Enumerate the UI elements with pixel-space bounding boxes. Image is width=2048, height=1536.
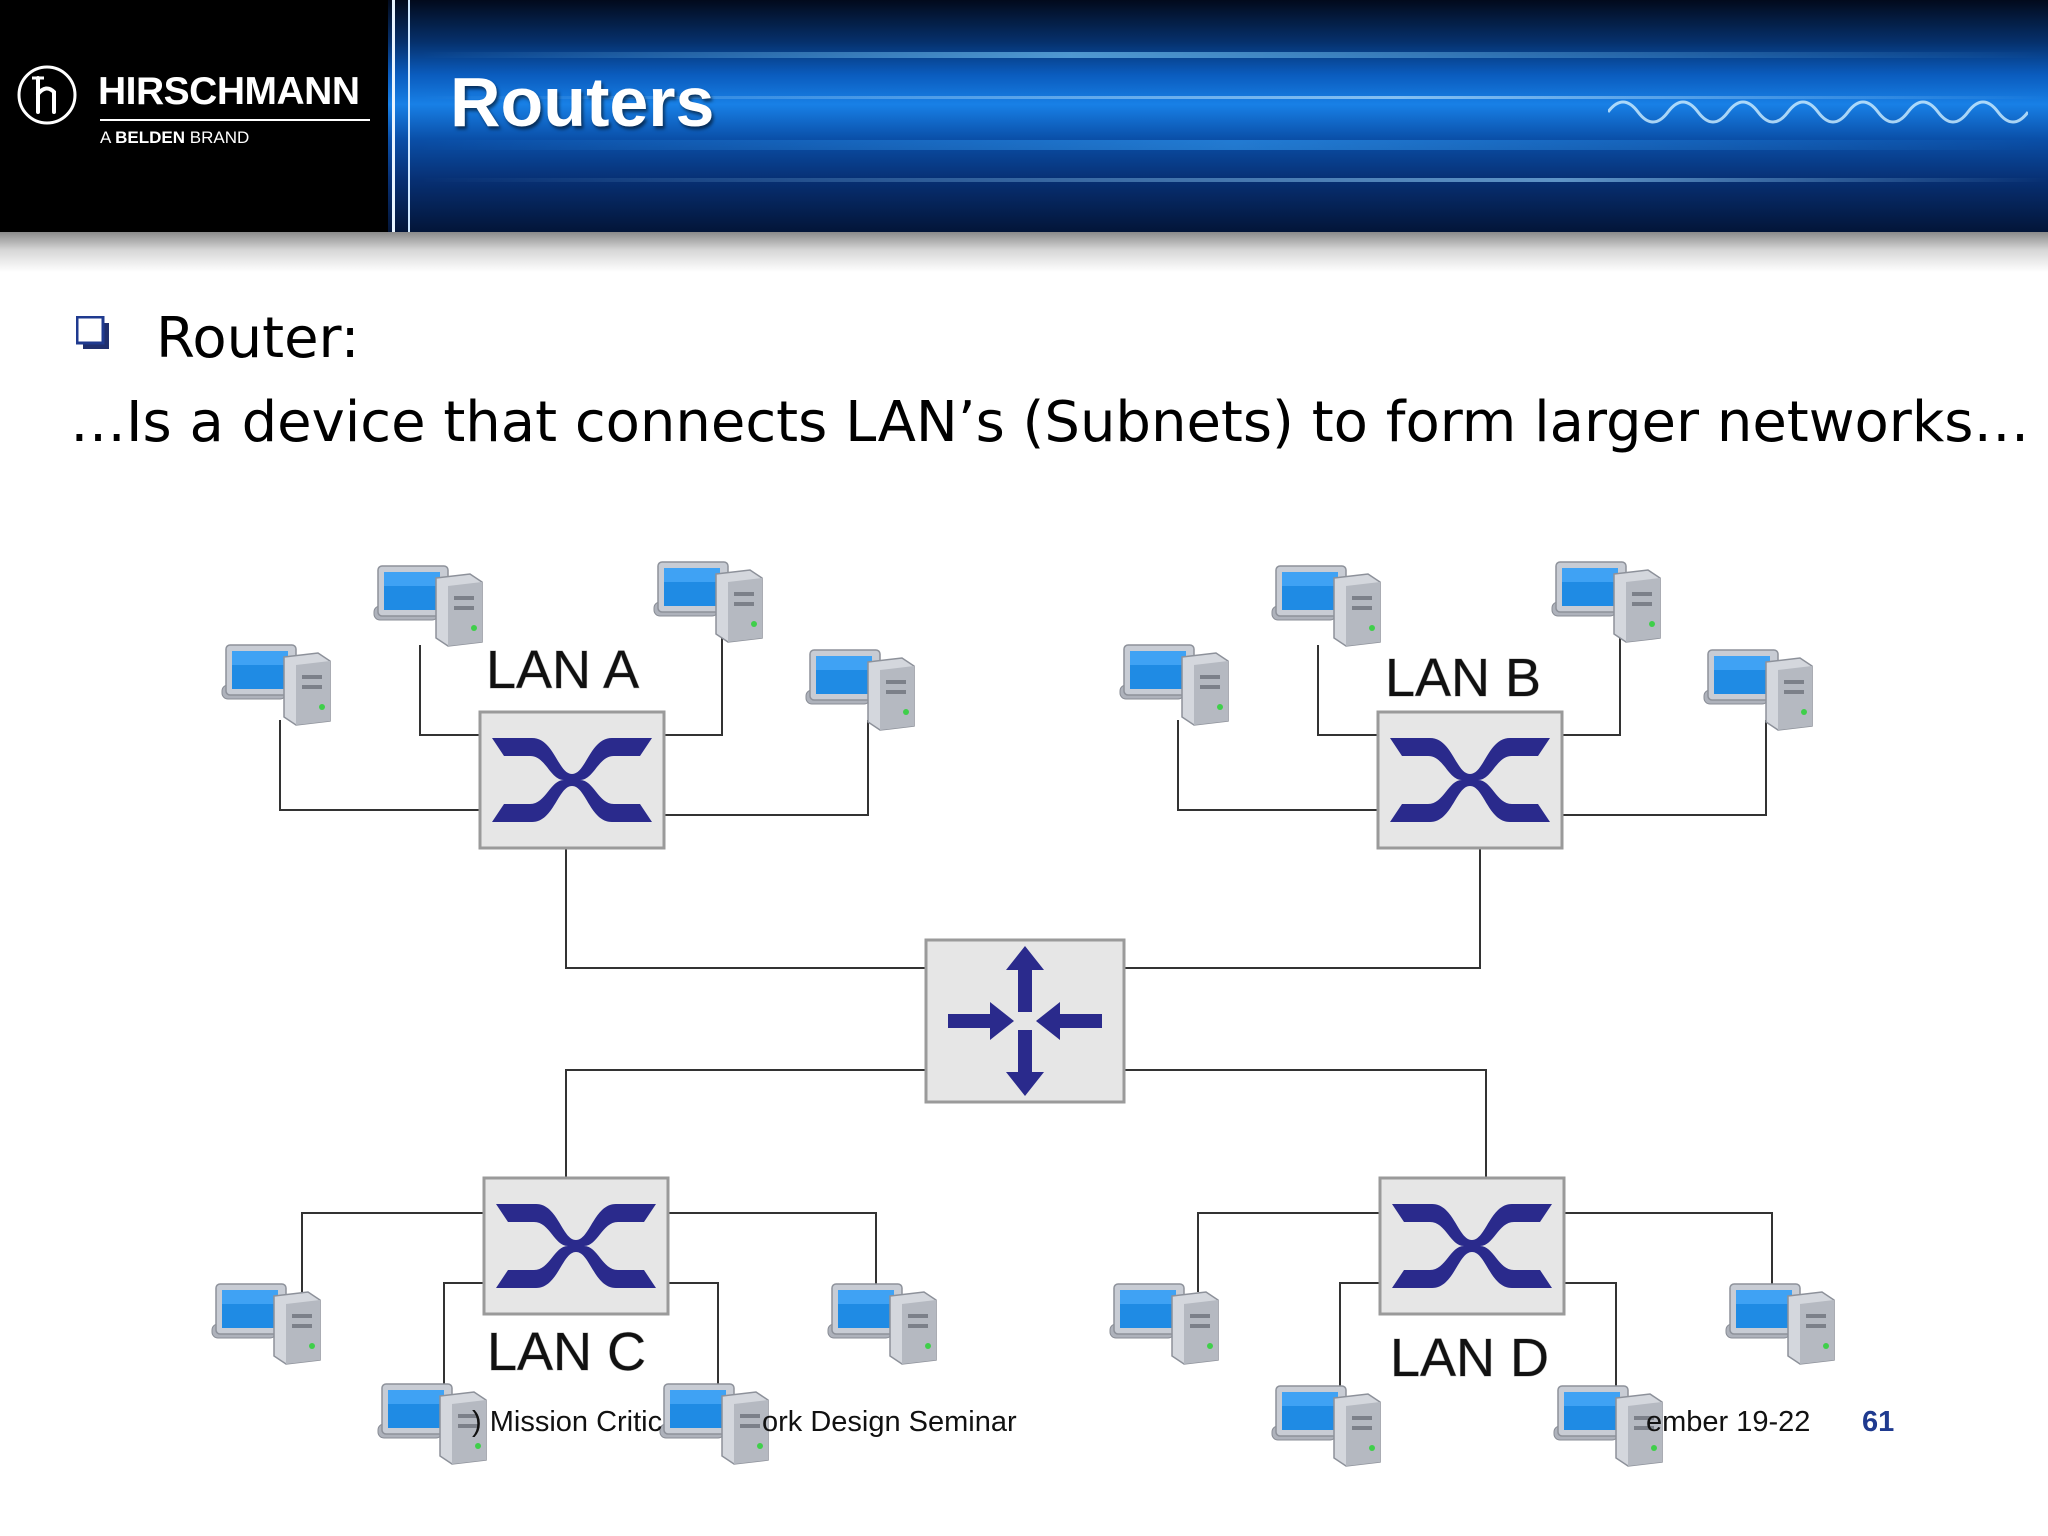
page-number: 61 <box>1862 1406 1895 1438</box>
lan-c-label: LAN C <box>487 1322 646 1382</box>
footer-fragment: ) Mission Critic <box>472 1406 663 1438</box>
switch-icon <box>478 710 666 850</box>
header-shadow <box>0 232 2048 272</box>
checkbox-bullet-icon <box>76 316 109 349</box>
connection-lines <box>279 620 1773 1392</box>
bullet-heading: Router: <box>156 306 360 371</box>
hirschmann-logo-icon <box>17 65 77 125</box>
computer-icon <box>221 644 331 726</box>
computer-icon <box>1271 565 1381 647</box>
switch-icon <box>482 1176 670 1316</box>
banner-streak <box>420 52 2048 58</box>
switch-icon <box>1378 1176 1566 1316</box>
page-title: Routers <box>450 63 715 141</box>
banner-wave <box>1608 100 2028 124</box>
header-divider <box>408 0 410 232</box>
computer-icon <box>1109 1283 1219 1365</box>
banner-streak <box>420 178 2048 182</box>
computer-icon <box>827 1283 937 1365</box>
computer-icon <box>211 1283 321 1365</box>
header-banner: HIRSCHMANN A BELDEN BRAND Routers <box>0 0 2048 232</box>
network-diagram: LAN A LAN B LAN C LAN D <box>211 561 1835 1467</box>
lan-b-label: LAN B <box>1385 648 1541 708</box>
lan-d-label: LAN D <box>1390 1328 1549 1388</box>
computer-icon <box>1119 644 1229 726</box>
computer-icon <box>1703 649 1813 731</box>
router-description: …Is a device that connects LAN’s (Subnet… <box>70 390 2030 455</box>
header-divider <box>392 0 395 232</box>
computer-icon <box>373 565 483 647</box>
computer-icon <box>805 649 915 731</box>
computer-icon <box>377 1383 487 1465</box>
router-icon <box>924 938 1126 1104</box>
footer-fragment: ork Design Seminar <box>762 1406 1017 1438</box>
banner-streak <box>420 96 2048 99</box>
sub-brand: A BELDEN BRAND <box>100 128 250 147</box>
brand-underline <box>100 119 370 121</box>
computer-icon <box>1725 1283 1835 1365</box>
computer-icon <box>659 1383 769 1465</box>
brand-name: HIRSCHMANN <box>98 70 360 113</box>
footer-date: ember 19-22 <box>1646 1406 1811 1438</box>
lan-a-label: LAN A <box>486 640 639 700</box>
banner-streak <box>420 140 2048 150</box>
computer-icon <box>653 561 763 643</box>
switch-icon <box>1376 710 1564 850</box>
computer-icon <box>1271 1385 1381 1467</box>
computer-icon <box>1551 561 1661 643</box>
